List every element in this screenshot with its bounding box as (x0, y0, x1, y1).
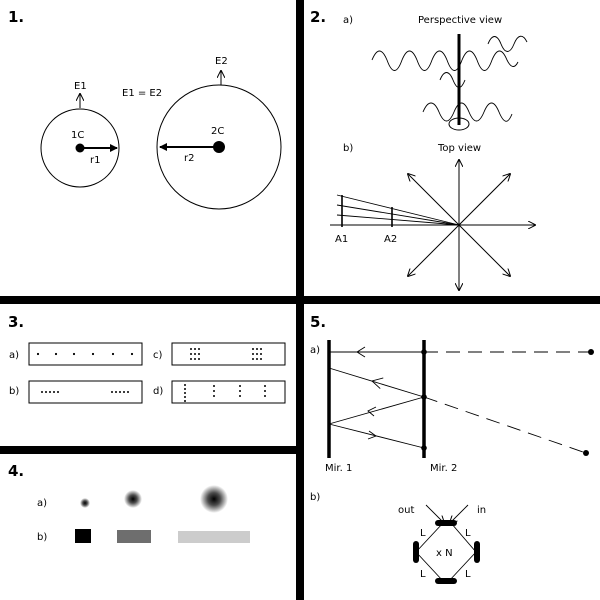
top-view-title: Top view (437, 143, 481, 154)
p3-b-dots (41, 391, 129, 393)
ring-xN-label: x N (436, 548, 453, 559)
ring-L-top-right: L (465, 528, 471, 539)
beam-paths (328, 346, 591, 454)
blur-dot-small (80, 498, 90, 508)
blur-dot-medium (124, 490, 142, 508)
panel-4: 4. a) b) (8, 462, 250, 543)
panel-2: 2. a) Perspective view b) Top view (310, 8, 535, 290)
left-radius-label: r1 (90, 155, 100, 166)
mirror-2-label: Mir. 2 (430, 463, 457, 474)
panel-1: 1. 1C r1 E1 E1 = E2 2C r2 E2 (8, 8, 282, 210)
p3-b-label: b) (9, 386, 19, 397)
gray-bar-light (178, 531, 250, 543)
left-circle (40, 108, 120, 188)
antenna-base (448, 117, 470, 131)
p3-c-label: c) (153, 350, 162, 361)
p3-a-dots (36, 352, 134, 356)
part-b-label: b) (343, 143, 353, 154)
panel-3: 3. a) b) c) d) (8, 313, 286, 404)
a1-label: A1 (335, 234, 348, 245)
panel-4-number: 4. (8, 462, 24, 480)
a2-label: A2 (384, 234, 397, 245)
right-circle-label: 2C (211, 126, 224, 137)
panel-5: 5. a) Mir. 1 Mir. 2 b) out in (310, 313, 594, 584)
p3-d-label: d) (153, 386, 163, 397)
wave-line-1 (371, 50, 519, 71)
right-radius-label: r2 (184, 153, 194, 164)
out-label: out (398, 505, 414, 516)
ring-mirrors (413, 520, 480, 584)
p5-b-label: b) (310, 492, 320, 503)
p4-a-label: a) (37, 498, 47, 509)
right-field-label: E2 (215, 56, 228, 67)
blur-dot-large (200, 485, 228, 513)
panel-3-number: 3. (8, 313, 24, 331)
right-circle (156, 84, 282, 210)
equation-label: E1 = E2 (122, 88, 162, 99)
p3-b-box (28, 380, 143, 404)
wedge-lines (330, 194, 460, 227)
in-label: in (477, 505, 486, 516)
wave-line-3 (487, 35, 528, 52)
p3-a-label: a) (9, 350, 19, 361)
panel-1-number: 1. (8, 8, 24, 26)
ring-L-bottom-right: L (465, 569, 471, 580)
p5-a-label: a) (310, 345, 320, 356)
gray-bar-black (75, 529, 91, 543)
part-a-label: a) (343, 15, 353, 26)
p3-c-box (171, 342, 286, 366)
p4-b-label: b) (37, 532, 47, 543)
ring-L-bottom-left: L (420, 569, 426, 580)
panel-5-number: 5. (310, 313, 326, 331)
left-field-label: E1 (74, 81, 87, 92)
p3-a-box (28, 342, 143, 366)
p3-d-box (171, 380, 286, 404)
radiation-arrows (408, 160, 535, 290)
perspective-title: Perspective view (418, 15, 502, 26)
panel-2-number: 2. (310, 8, 326, 26)
gray-bar-mid (117, 530, 151, 543)
ring-L-top-left: L (420, 528, 426, 539)
wave-line-2 (422, 102, 513, 122)
p3-c-dots (190, 348, 262, 360)
left-circle-label: 1C (71, 130, 84, 141)
beam-points (421, 349, 594, 456)
p3-d-dots (184, 384, 266, 402)
mirror-1-label: Mir. 1 (325, 463, 352, 474)
wave-line-4 (439, 72, 466, 88)
